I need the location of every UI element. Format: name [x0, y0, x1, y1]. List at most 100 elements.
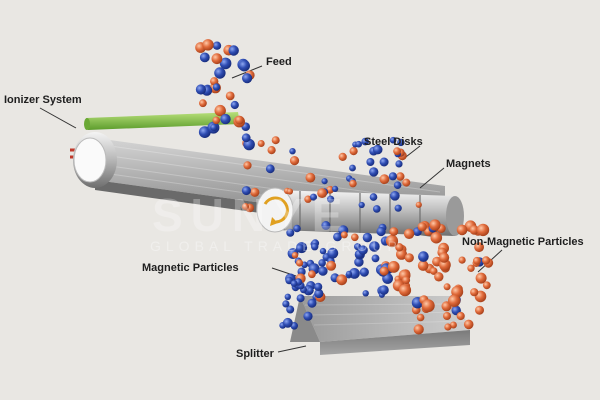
non-magnetic-particle — [212, 116, 221, 125]
non-magnetic-particle — [308, 270, 316, 279]
magnetic-particle — [199, 52, 210, 63]
splitter-front-face — [320, 330, 470, 355]
non-magnetic-particle — [415, 201, 422, 208]
magnetic-particle — [286, 305, 295, 314]
magnetic-particle — [418, 251, 429, 262]
non-magnetic-particle — [456, 311, 465, 321]
non-magnetic-particle — [395, 243, 404, 252]
non-magnetic-particle — [210, 77, 219, 86]
magnetic-particle — [241, 133, 251, 143]
magnetic-particle — [282, 317, 293, 328]
non-magnetic-particle — [482, 256, 491, 265]
drum-left-end — [256, 187, 294, 233]
magnetic-particle — [228, 45, 239, 56]
magnetic-particle — [195, 84, 206, 95]
magnetic-particle — [290, 280, 298, 287]
magnetic-particle — [361, 137, 370, 146]
non-magnetic-particle — [474, 242, 484, 253]
magnetic-particle — [284, 293, 291, 300]
non-magnetic-particle — [387, 261, 400, 273]
magnetic-particle — [369, 193, 378, 201]
non-magnetic-particle — [402, 276, 411, 285]
magnetic-particle — [327, 195, 335, 203]
non-magnetic-particle — [289, 156, 300, 166]
magnetic-particle — [373, 205, 381, 213]
drum-body — [275, 190, 455, 236]
non-magnetic-particle — [456, 224, 468, 236]
non-magnetic-particle — [396, 172, 405, 181]
non-magnetic-particle — [304, 195, 312, 203]
non-magnetic-particle — [250, 187, 260, 197]
non-magnetic-particle — [434, 272, 444, 282]
non-magnetic-particle — [393, 147, 401, 156]
non-magnetic-particle — [389, 227, 399, 236]
non-magnetic-particle — [458, 256, 466, 264]
magnetic-particle — [212, 83, 221, 91]
magnetic-particle — [265, 164, 275, 174]
non-magnetic-particle — [443, 312, 451, 320]
non-magnetic-particle — [473, 256, 481, 265]
non-magnetic-particle — [211, 53, 223, 65]
label-non-magnetic: Non-Magnetic Particles — [462, 236, 584, 248]
magnetic-particle — [319, 247, 327, 255]
ionizer-leader — [39, 107, 77, 129]
non-magnetic-particle — [403, 228, 415, 239]
magnetic-particle — [303, 311, 313, 321]
left-roller — [73, 132, 117, 188]
non-magnetic-particle — [449, 321, 457, 329]
magnetic-particle — [388, 172, 397, 181]
non-magnetic-particle — [463, 319, 474, 330]
non-magnetic-particle — [429, 267, 438, 275]
magnetic-particle — [372, 144, 383, 155]
magnetic-particle — [318, 266, 328, 276]
non-magnetic-particle — [379, 174, 390, 185]
non-magnetic-particle — [398, 284, 412, 297]
non-magnetic-particle — [296, 259, 304, 267]
non-magnetic-particle — [429, 219, 441, 231]
magnetic-particle — [358, 245, 368, 255]
non-magnetic-particle — [291, 252, 299, 259]
magnetic-particle — [394, 204, 402, 212]
non-magnetic-particle — [199, 99, 207, 108]
non-magnetic-particle — [396, 248, 407, 260]
magnetic-particle — [289, 148, 296, 155]
label-steel-disks: Steel Disks — [364, 136, 423, 148]
magnetic-particle — [293, 224, 301, 233]
non-magnetic-particle — [305, 172, 316, 183]
particles — [195, 39, 494, 335]
magnetic-particle — [295, 244, 304, 253]
non-magnetic-particle — [336, 274, 348, 286]
rotation-arrow-icon — [263, 196, 289, 224]
magnetic-particle — [376, 226, 386, 237]
non-magnetic-particle — [416, 313, 425, 322]
non-magnetic-particle — [404, 253, 414, 263]
non-magnetic-particle — [225, 91, 235, 101]
label-splitter: Splitter — [236, 348, 274, 360]
magnetic-particle — [230, 100, 239, 110]
magnetic-particle — [321, 221, 331, 230]
magnetic-particle — [333, 232, 342, 242]
left-roller-end — [73, 137, 107, 183]
magnetic-particle — [354, 257, 364, 267]
non-magnetic-particle — [475, 305, 484, 315]
magnetic-particle — [369, 167, 379, 177]
non-magnetic-particle — [475, 272, 487, 284]
non-magnetic-particle — [326, 185, 334, 194]
magnetic-particle — [369, 241, 380, 252]
non-magnetic-particle — [476, 223, 490, 237]
magnetic-particle — [219, 57, 232, 70]
magnetic-particle — [210, 123, 218, 131]
non-magnetic-particle — [448, 294, 461, 307]
magnetic-particle — [296, 294, 305, 303]
magnetic-particle — [321, 178, 328, 185]
magnetic-particle — [395, 160, 403, 168]
non-magnetic-particle — [214, 104, 226, 117]
magnetic-particle — [393, 181, 402, 189]
magnetic-particle — [332, 185, 339, 192]
magnetic-particle — [214, 67, 226, 79]
non-magnetic-particle — [242, 203, 249, 210]
magnetic-particle — [366, 158, 375, 166]
magnetic-particle — [282, 300, 290, 308]
non-magnetic-particle — [385, 234, 399, 248]
